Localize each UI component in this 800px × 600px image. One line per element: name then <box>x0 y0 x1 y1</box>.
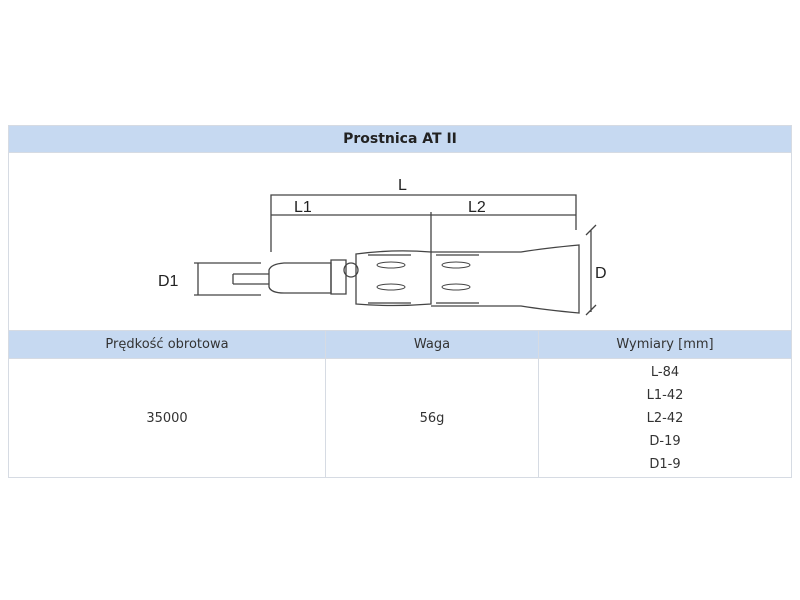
weight-value: 56g <box>326 359 539 477</box>
label-l: L <box>398 177 407 194</box>
button <box>343 262 359 278</box>
table-header-row: Prędkość obrotowa Waga Wymiary [mm] <box>9 331 791 359</box>
speed-value: 35000 <box>9 359 326 477</box>
bur-shaft <box>232 273 269 285</box>
dimension-d-line <box>585 224 597 316</box>
dimension-l2: L2-42 <box>646 410 684 426</box>
dimensions-list: L-84 L1-42 L2-42 D-19 D1-9 <box>539 359 791 477</box>
dimension-d1-lines <box>194 262 261 296</box>
dimension-l: L-84 <box>650 364 680 380</box>
table-row: 35000 56g L-84 L1-42 L2-42 D-19 D1-9 <box>9 359 791 477</box>
label-l1: L1 <box>294 199 312 216</box>
product-title: Prostnica AT II <box>9 126 791 153</box>
label-l2: L2 <box>468 199 486 216</box>
handpiece-drawing: L L1 L2 D1 D <box>158 177 607 316</box>
grip-rear <box>431 244 580 314</box>
handpiece-diagram: L L1 L2 D1 D <box>9 153 791 331</box>
dimension-l1-l2-bracket <box>271 212 576 252</box>
dimension-l1: L1-42 <box>646 387 684 403</box>
label-d: D <box>595 265 607 282</box>
dimension-l-bracket <box>270 194 577 252</box>
header-weight: Waga <box>326 331 539 358</box>
dimension-d: D-19 <box>649 433 681 449</box>
dimension-d1: D1-9 <box>649 456 681 472</box>
spec-table: Prostnica AT II L L1 L2 D1 D Prędkość ob… <box>8 125 792 478</box>
collar <box>330 259 347 295</box>
nose <box>268 262 332 294</box>
header-dimensions: Wymiary [mm] <box>616 337 714 352</box>
grip-front <box>355 250 432 307</box>
header-speed: Prędkość obrotowa <box>9 331 326 358</box>
label-d1: D1 <box>158 273 179 290</box>
